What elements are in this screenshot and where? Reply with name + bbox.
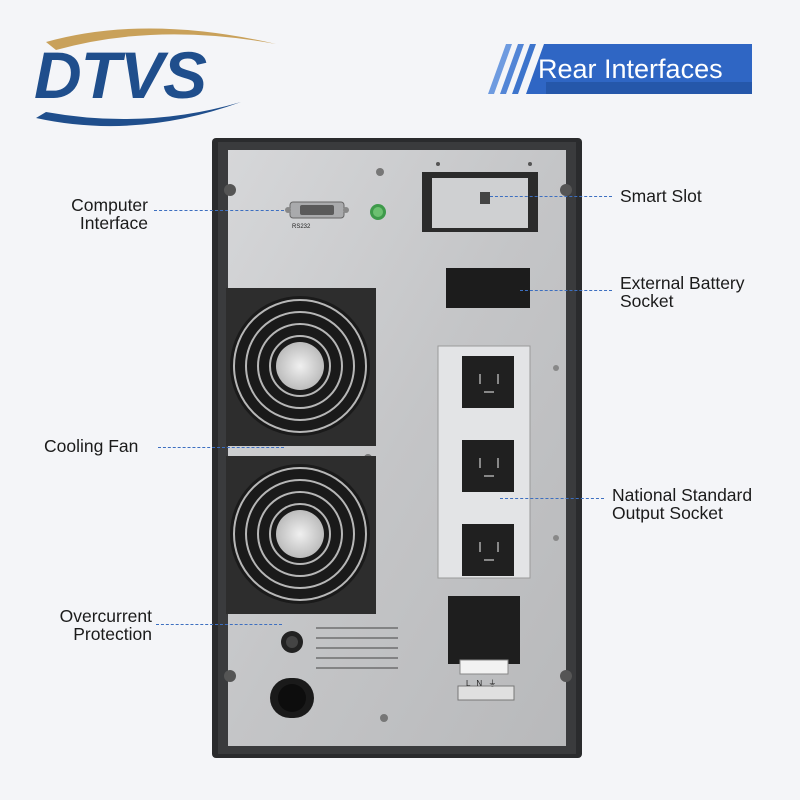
- external-battery-socket-label: External Battery Socket: [620, 273, 745, 311]
- external-battery-socket[interactable]: [446, 268, 530, 308]
- smart-slot-leader: [490, 196, 612, 197]
- inlet-terminal-label: L N ⏚: [466, 679, 499, 688]
- power-switch[interactable]: [270, 678, 314, 718]
- brand-name: DTVS: [34, 38, 207, 112]
- rs232-port[interactable]: [290, 202, 344, 218]
- cooling-fan-leader: [158, 447, 284, 448]
- output-socket-2[interactable]: [462, 440, 514, 492]
- overcurrent-protection-label: Overcurrent Protection: [59, 606, 152, 644]
- output-socket-leader: [500, 498, 604, 499]
- computer-interface-label: Computer Interface: [71, 195, 148, 233]
- external-battery-leader: [520, 290, 612, 291]
- output-socket-label: National Standard Output Socket: [612, 485, 753, 523]
- smart-slot-label: Smart Slot: [620, 186, 702, 206]
- cooling-fan-label: Cooling Fan: [44, 436, 139, 456]
- computer-interface-leader: [154, 210, 284, 211]
- section-banner: Rear Interfaces: [486, 44, 752, 94]
- smart-slot[interactable]: [422, 172, 538, 232]
- overcurrent-leader: [156, 624, 282, 625]
- overcurrent-breaker[interactable]: [281, 631, 303, 653]
- output-socket-1[interactable]: [462, 356, 514, 408]
- banner-title: Rear Interfaces: [538, 54, 723, 84]
- brand-logo: DTVS: [26, 22, 286, 132]
- rs232-label: RS232: [292, 224, 311, 230]
- output-socket-3[interactable]: [462, 524, 514, 576]
- ups-rear-panel: RS232 L N ⏚: [212, 138, 582, 758]
